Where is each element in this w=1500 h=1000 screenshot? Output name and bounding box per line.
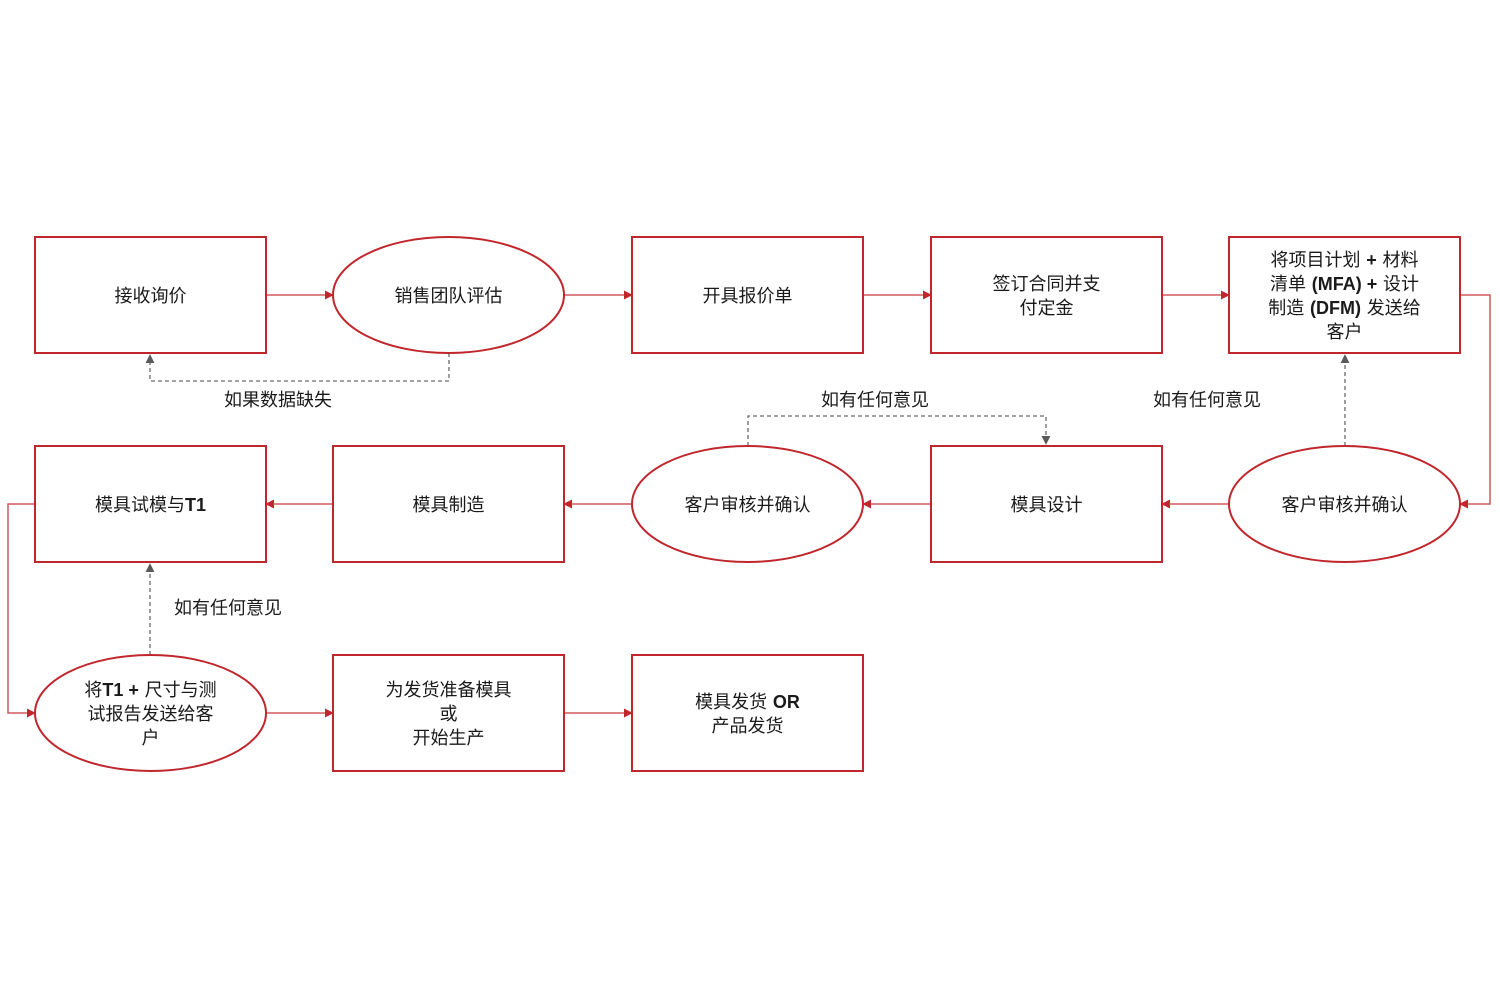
flow-arrow-mold-trial-to-send-t1-report [7, 503, 36, 718]
node-label-text: 将项目计划 [1271, 250, 1367, 271]
node-label-text: 模具制造 [413, 495, 485, 516]
process-box [631, 654, 864, 772]
node-label-line: 客户审核并确认 [685, 495, 811, 516]
feedback-arrow-sales-evaluation-to-receive-inquiry [145, 353, 450, 382]
node-label-text: 付定金 [1020, 298, 1074, 319]
node-label-text: 签订合同并支 [993, 274, 1101, 295]
node-label-line: 销售团队评估 [395, 286, 503, 307]
node-label-text: 发送给 [1361, 298, 1421, 319]
node-sales-evaluation: 销售团队评估 [332, 236, 565, 354]
process-box [332, 654, 565, 772]
node-label-text: 客户审核并确认 [685, 495, 811, 516]
node-label-text: 开具报价单 [703, 286, 793, 307]
node-label-line: 模具试模与T1 [95, 495, 206, 516]
node-mold-trial: 模具试模与T1 [34, 445, 267, 563]
node-label-text: 客户 [1327, 322, 1363, 343]
node-mold-manufacturing: 模具制造 [332, 445, 565, 563]
node-label-line: 付定金 [1020, 298, 1074, 319]
process-box [34, 445, 267, 563]
node-receive-inquiry: 接收询价 [34, 236, 267, 354]
node-label-line: 客户审核并确认 [1282, 495, 1408, 516]
node-label-line: 签订合同并支 [993, 274, 1101, 295]
node-label-line: 户 [142, 728, 160, 749]
node-issue-quotation: 开具报价单 [631, 236, 864, 354]
node-label-line: 模具制造 [413, 495, 485, 516]
node-label-text: 材料 [1377, 250, 1419, 271]
node-label-line: 客户 [1327, 322, 1363, 343]
feedback-label: 如有任何意见 [174, 598, 282, 619]
node-label-line: 或 [440, 704, 458, 725]
node-label-text: 开始生产 [413, 728, 485, 749]
node-label-line: 接收询价 [115, 286, 187, 307]
node-label-line: 产品发货 [712, 716, 784, 737]
node-label-text: 试报告发送给客 [88, 704, 214, 725]
node-label-line: 将项目计划 + 材料 [1271, 250, 1419, 271]
node-label-text: 产品发货 [712, 716, 784, 737]
decision-ellipse [631, 445, 864, 563]
node-label-text: 为发货准备模具 [386, 680, 512, 701]
node-label-bold: (MFA) + [1312, 274, 1378, 294]
node-label-text: 销售团队评估 [395, 286, 503, 307]
process-box [1228, 236, 1461, 354]
node-label-line: 将T1 + 尺寸与测 [84, 680, 216, 701]
feedback-label: 如有任何意见 [821, 390, 929, 411]
node-label-text: 模具试模与 [95, 495, 185, 516]
node-label-text: 接收询价 [115, 286, 187, 307]
node-customer-review-2: 客户审核并确认 [631, 445, 864, 563]
node-label-text: 模具设计 [1011, 495, 1083, 516]
node-label-text: 清单 [1270, 274, 1312, 295]
decision-ellipse [332, 236, 565, 354]
node-label-text: 尺寸与测 [139, 680, 217, 701]
node-label-line: 制造 (DFM) 发送给 [1268, 298, 1420, 319]
node-label-text: 户 [142, 728, 160, 749]
node-ship: 模具发货 OR 产品发货 [631, 654, 864, 772]
decision-ellipse [34, 654, 267, 772]
node-label-text: 制造 [1268, 298, 1310, 319]
node-label-line: 模具设计 [1011, 495, 1083, 516]
node-label-text: 模具发货 [695, 692, 773, 713]
feedback-label: 如有任何意见 [1153, 390, 1261, 411]
edges-layer [7, 290, 1491, 718]
node-label-text: 将 [84, 680, 102, 701]
node-customer-review-1: 客户审核并确认 [1228, 445, 1461, 563]
node-label-bold: OR [773, 692, 800, 712]
process-box [332, 445, 565, 563]
node-label-bold: (DFM) [1310, 298, 1361, 318]
node-label-line: 模具发货 OR [695, 692, 800, 713]
feedback-arrow-customer-review-2-to-mold-design [747, 415, 1051, 446]
node-label-text: 客户审核并确认 [1282, 495, 1408, 516]
node-mold-design: 模具设计 [930, 445, 1163, 563]
feedback-label: 如果数据缺失 [224, 390, 332, 411]
node-label-line: 清单 (MFA) + 设计 [1270, 274, 1419, 295]
node-label-text: 设计 [1377, 274, 1419, 295]
decision-ellipse [1228, 445, 1461, 563]
edge-labels-layer: 如果数据缺失如有任何意见如有任何意见如有任何意见 [174, 390, 1261, 619]
process-box [34, 236, 267, 354]
node-label-text: 或 [440, 704, 458, 725]
process-box [930, 236, 1163, 354]
node-label-bold: T1 [185, 495, 206, 515]
node-label-bold: T1 + [102, 680, 139, 700]
node-label-line: 为发货准备模具 [386, 680, 512, 701]
nodes-layer: 接收询价销售团队评估开具报价单签订合同并支付定金将项目计划 + 材料清单 (MF… [34, 236, 1461, 772]
node-label-line: 开具报价单 [703, 286, 793, 307]
node-label-line: 试报告发送给客 [88, 704, 214, 725]
process-box [631, 236, 864, 354]
node-label-line: 开始生产 [413, 728, 485, 749]
process-box [930, 445, 1163, 563]
flow-arrow-send-plan-to-customer-review-1 [1459, 294, 1491, 509]
node-label-bold: + [1366, 250, 1377, 270]
